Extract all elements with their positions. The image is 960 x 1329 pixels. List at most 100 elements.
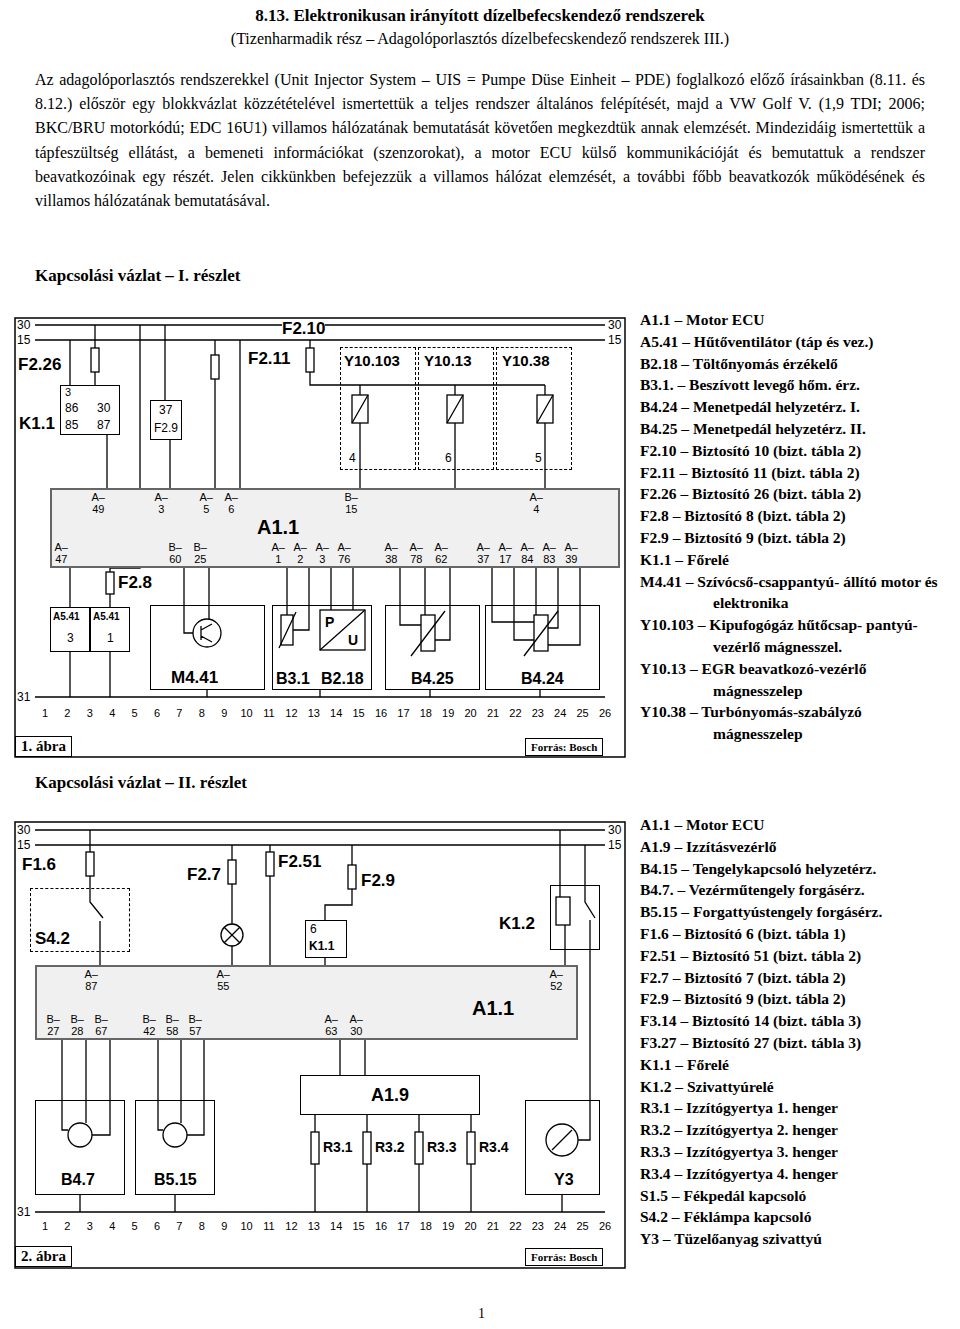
wire bbox=[85, 1040, 86, 1100]
lamp-symbol bbox=[221, 924, 243, 946]
grid-number: 5 bbox=[132, 1220, 138, 1232]
component-label: B5.15 bbox=[154, 1171, 197, 1189]
grid-number: 24 bbox=[554, 707, 566, 719]
grid-number: 10 bbox=[240, 707, 252, 719]
section-heading: Kapcsolási vázlat – I. részlet bbox=[35, 266, 240, 286]
legend-entry: F2.9 – Biztosító 9 (bizt. tábla 2) bbox=[640, 988, 952, 1010]
bus-label: 15 bbox=[17, 838, 30, 852]
grid-number: 1 bbox=[42, 707, 48, 719]
legend-entry: A5.41 – Hűtőventilátor (táp és vez.) bbox=[640, 331, 952, 353]
pin-name: B– 25 bbox=[194, 541, 207, 565]
fuse-symbol bbox=[266, 852, 274, 876]
solenoid-valve-box: Y10.1034 bbox=[340, 347, 416, 470]
component-label: A5.41 bbox=[93, 611, 120, 623]
component-label: B4.25 bbox=[411, 670, 454, 688]
legend-entry: F2.8 – Biztosító 8 (bizt. tábla 2) bbox=[640, 505, 952, 527]
fuse-label: F2.11 bbox=[248, 350, 291, 369]
legend-entry: F3.14 – Biztosító 14 (bizt. tábla 3) bbox=[640, 1010, 952, 1032]
solenoid-valve-box: Y10.385 bbox=[496, 347, 572, 470]
pin-name: A– 78 bbox=[410, 541, 423, 565]
fuse-symbol bbox=[106, 572, 114, 594]
pump-box: Y3 bbox=[525, 1100, 600, 1195]
sensor-box: B4.24 bbox=[485, 605, 600, 690]
grid-number: 8 bbox=[199, 707, 205, 719]
pin-name: A– 6 bbox=[225, 491, 238, 515]
component-label: 3 bbox=[67, 632, 74, 646]
pin-name: A– 5 bbox=[200, 491, 213, 515]
grid-number: 1 bbox=[42, 1220, 48, 1232]
component-label: 4 bbox=[349, 452, 356, 466]
component-label: 86 bbox=[65, 402, 78, 416]
grid-number: 12 bbox=[285, 1220, 297, 1232]
wire bbox=[106, 435, 107, 488]
fuse-symbol bbox=[86, 852, 94, 876]
component-label: K1.1 bbox=[309, 940, 334, 954]
pump-arrow bbox=[552, 1130, 572, 1150]
grid-number: 22 bbox=[509, 1220, 521, 1232]
subtitle: (Tizenharmadik rész – Adagolóporlasztós … bbox=[0, 30, 960, 48]
actuator-box: M4.41 bbox=[150, 605, 265, 690]
pin-name: A– 17 bbox=[499, 541, 512, 565]
grid-number: 16 bbox=[375, 707, 387, 719]
wire bbox=[208, 568, 209, 605]
glow-plug-symbol bbox=[311, 1132, 319, 1164]
sensor-symbol bbox=[163, 1123, 187, 1147]
component-label: S4.2 bbox=[35, 929, 70, 949]
pin-name: A– 62 bbox=[435, 541, 448, 565]
bus-label: 30 bbox=[608, 318, 621, 332]
source-note: Forrás: Bosch bbox=[525, 738, 603, 756]
pin-name: A– 84 bbox=[521, 541, 534, 565]
ecu-band: A1.1 bbox=[35, 965, 578, 1040]
component-label: R3.4 bbox=[479, 1139, 509, 1155]
pin-name: B– 42 bbox=[143, 1013, 156, 1037]
grid-number: 19 bbox=[442, 1220, 454, 1232]
legend-entry: Y3 – Tüzelőanyag szivattyú bbox=[640, 1228, 952, 1250]
wire bbox=[454, 470, 455, 488]
grid-number: 10 bbox=[240, 1220, 252, 1232]
grid-number: 15 bbox=[352, 1220, 364, 1232]
legend-entry: R3.4 – Izzítógyertya 4. henger bbox=[640, 1163, 952, 1185]
fuse-symbol bbox=[91, 348, 99, 372]
component-label: P bbox=[325, 614, 334, 630]
bus-label: 30 bbox=[608, 823, 621, 837]
grid-number: 25 bbox=[576, 707, 588, 719]
fuse-label: F2.26 bbox=[18, 356, 61, 375]
wire bbox=[180, 1040, 181, 1100]
fuse-symbol bbox=[306, 348, 314, 372]
legend-entry: B4.7. – Vezérműtengely forgásérz. bbox=[640, 879, 952, 901]
component-label: 1 bbox=[107, 632, 114, 646]
grid-number: 20 bbox=[464, 1220, 476, 1232]
legend-entry: K1.1 – Főrelé bbox=[640, 1054, 952, 1076]
legend-entry: B2.18 – Töltőnyomás érzékelő bbox=[640, 353, 952, 375]
grid-number: 2 bbox=[64, 707, 70, 719]
grid-number: 15 bbox=[352, 707, 364, 719]
solenoid-valve-box: Y10.136 bbox=[418, 347, 494, 470]
fuse-label: F2.7 bbox=[187, 866, 221, 885]
bus-label: 15 bbox=[17, 333, 30, 347]
component-label: 85 bbox=[65, 419, 78, 433]
grid-number: 21 bbox=[487, 707, 499, 719]
component-label: R3.1 bbox=[323, 1139, 353, 1155]
grid-number: 17 bbox=[397, 707, 409, 719]
component-label: B4.7 bbox=[61, 1171, 95, 1189]
legend-entry: F2.11 – Biztosító 11 (bizt. tábla 2) bbox=[640, 462, 952, 484]
fan-connector: A5.413 bbox=[50, 607, 90, 652]
source-note: Forrás: Bosch bbox=[525, 1248, 603, 1266]
wire bbox=[589, 950, 590, 1100]
legend-entry: K1.2 – Szivattyúrelé bbox=[640, 1076, 952, 1098]
figure-frame bbox=[15, 318, 625, 757]
component-wires bbox=[184, 605, 580, 645]
transistor-symbol bbox=[193, 619, 221, 647]
fuse-reference-box: 37F2.9 bbox=[150, 400, 182, 440]
bus-label: 30 bbox=[17, 823, 30, 837]
glow-plug-symbol bbox=[467, 1132, 475, 1164]
legend-entry: K1.1 – Főrelé bbox=[640, 549, 952, 571]
legend-entry: M4.41 – Szívócső-csappantyú- állító moto… bbox=[640, 571, 952, 615]
wire bbox=[579, 568, 580, 605]
legend-entry: F2.26 – Biztosító 26 (bizt. tábla 2) bbox=[640, 483, 952, 505]
grid-number: 14 bbox=[330, 707, 342, 719]
grid-number: 24 bbox=[554, 1220, 566, 1232]
pin-name: A– 63 bbox=[325, 1013, 338, 1037]
component-label: B4.24 bbox=[521, 670, 564, 688]
pin-name: B– 67 bbox=[95, 1013, 108, 1037]
